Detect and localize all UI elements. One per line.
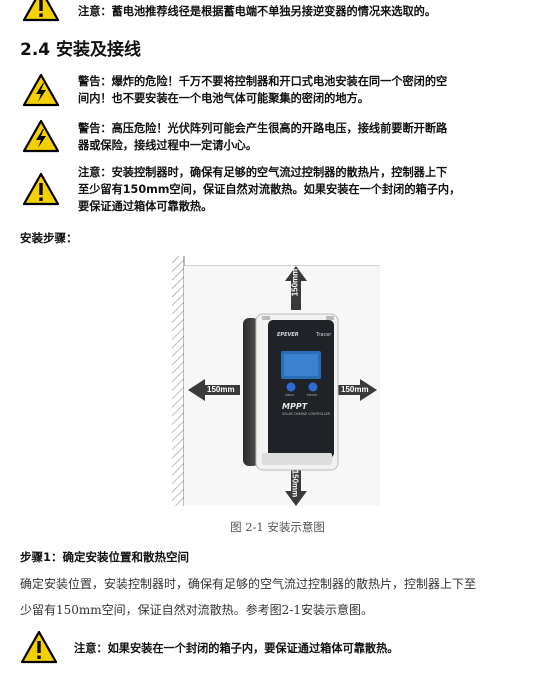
dim-right-label: 150mm [341,385,369,394]
clearance-arrow-bottom [285,462,307,506]
clearance-arrow-left [188,379,240,401]
explosion-warning-icon [22,73,60,107]
button-right-label: ENTER [307,393,317,397]
dim-left-label: 150mm [207,385,235,394]
clearance-arrow-right [330,379,377,401]
bottom-note: 注意：如果安装在一个封闭的箱子内，要保证通过箱体可靠散热。 [74,642,399,655]
charge-controller [243,313,339,471]
dim-top-label: 150mm [290,268,300,297]
section-title: 2.4 安装及接线 [20,40,142,60]
note-heatsink-line3: 要保证通过箱体可靠散热。 [78,200,213,213]
device-name: MPPT [282,402,308,411]
step1-title: 步骤1：确定安装位置和散热空间 [20,550,189,564]
note-heatsink-line2: 至少留有150mm空间，保证自然对流散热。如果安装在一个封闭的箱子内， [78,183,461,196]
caution-icon [22,0,60,22]
caution-icon [22,172,60,206]
step1-body-line2: 少留有150mm空间，保证自然对流散热。参考图2-1安装示意图。 [20,603,373,617]
warning-voltage-line2: 器或保险，接线过程中一定请小心。 [78,139,258,152]
installation-diagram [172,256,380,506]
install-steps-heading: 安装步骤： [20,231,78,245]
top-note: 注意：蓄电池推荐线径是根据蓄电端不单独另接逆变器的情况来选取的。 [78,5,437,18]
clearance-arrow-top [285,266,307,310]
figure-caption: 图 2-1 安装示意图 [230,520,325,534]
high-voltage-warning-icon [22,119,60,153]
warning-explosion-line1: 警告：爆炸的危险！千万不要将控制器和开口式电池安装在同一个密闭的空 [78,75,448,88]
button-left-label: MENU [285,393,294,397]
warning-explosion-line2: 间内！也不要安装在一个电池气体可能聚集的密闭的地方。 [78,92,369,105]
step1-body-line1: 确定安装位置，安装控制器时，确保有足够的空气流过控制器的散热片，控制器上下至 [20,577,477,591]
device-brand: EPEVER [277,332,299,338]
caution-icon [20,630,58,664]
warning-voltage-line1: 警告：高压危险！光伏阵列可能会产生很高的开路电压，接线前要断开断路 [78,122,448,135]
device-model: Tracer [316,332,332,338]
wall-hatch [172,256,184,506]
device-subtitle: SOLAR CHARGE CONTROLLER [282,412,330,416]
dim-bottom-label: 150mm [290,469,300,498]
note-heatsink-line1: 注意：安装控制器时，确保有足够的空气流过控制器的散热片，控制器上下 [78,166,448,179]
